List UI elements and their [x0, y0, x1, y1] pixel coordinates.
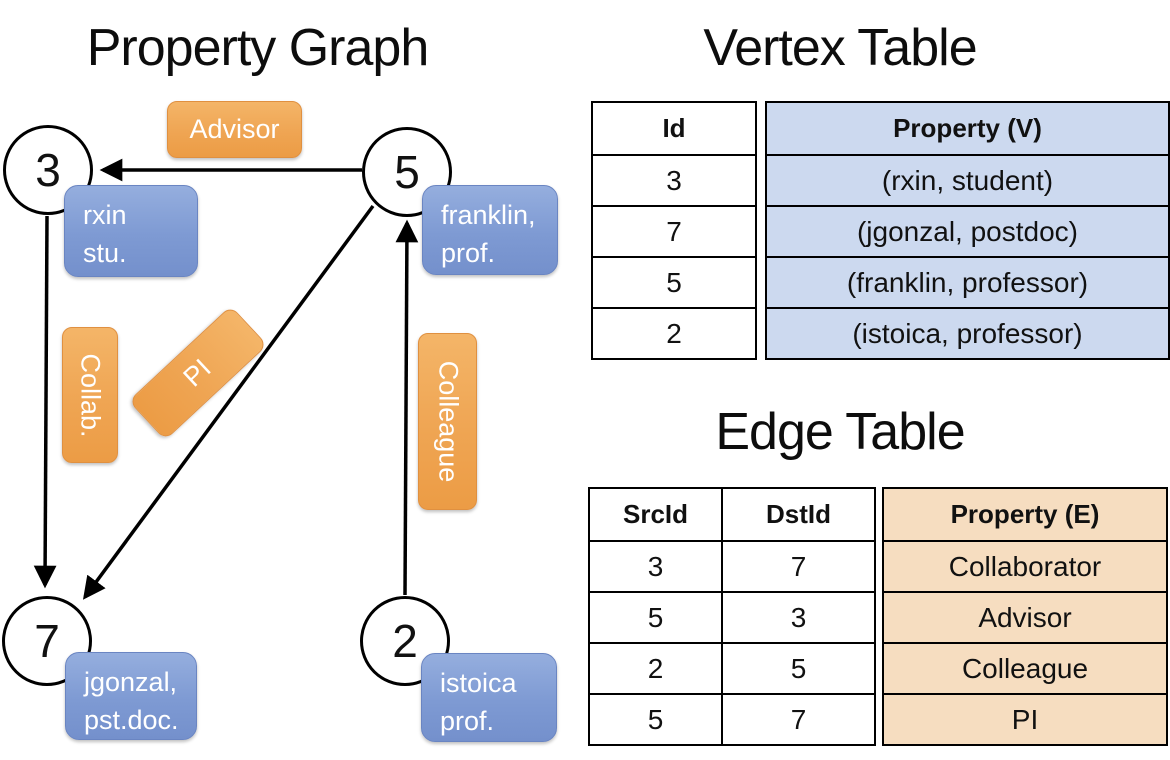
table-cell: (franklin, professor): [767, 256, 1168, 307]
column-header-property-v: Property (V): [893, 113, 1042, 143]
table-cell: (istoica, professor): [767, 307, 1168, 358]
table-cell: 5: [590, 591, 721, 642]
vertex-property-box-istoica: istoica prof.: [421, 653, 557, 742]
table-cell: Advisor: [884, 591, 1166, 642]
edge-label-text: Colleague: [433, 360, 463, 483]
table-cell: Colleague: [884, 642, 1166, 693]
column-header-id: Id: [662, 113, 686, 143]
table-cell: 7: [721, 693, 874, 744]
edge-label-collab: Collab.: [62, 327, 118, 463]
vertex-table-title: Vertex Table: [703, 19, 977, 77]
table-cell: 3: [721, 591, 874, 642]
column-header-srcid: SrcId: [622, 499, 689, 529]
vertex-property-box-jgonzal: jgonzal, pst.doc.: [65, 652, 197, 740]
table-cell: 5: [593, 256, 755, 307]
edge-label-text: Advisor: [189, 114, 280, 144]
vertex-circle-5: 5: [362, 127, 452, 217]
graph-edges-canvas: [33, 158, 419, 600]
table-cell: 5: [590, 693, 721, 744]
edge-2-to-5-colleague: [395, 219, 419, 596]
table-cell: 7: [721, 540, 874, 591]
edge-label-advisor: Advisor: [167, 101, 302, 158]
property-graph-title: Property Graph: [86, 19, 430, 77]
vertex-table-id-column: Id 3 7 5 2: [591, 101, 757, 360]
edge-table-title: Edge Table: [715, 403, 965, 461]
edge-label-colleague: Colleague: [418, 333, 477, 510]
table-cell: 3: [590, 540, 721, 591]
table-cell: 3: [593, 154, 755, 205]
table-cell: (rxin, student): [767, 154, 1168, 205]
vertex-id-label: 3: [35, 144, 61, 196]
table-cell: 7: [593, 205, 755, 256]
edge-label-text: PI: [178, 352, 218, 393]
table-cell: PI: [884, 693, 1166, 744]
vertex-table-property-column: Property (V) (rxin, student) (jgonzal, p…: [765, 101, 1170, 360]
column-header-dstid: DstId: [721, 489, 874, 540]
edge-5-to-7-pi: [82, 204, 375, 600]
vertex-property-box-franklin: franklin, prof.: [422, 185, 558, 275]
table-cell: Collaborator: [884, 540, 1166, 591]
vertex-id-label: 5: [394, 146, 420, 198]
edge-label-text: Collab.: [75, 352, 106, 438]
vertex-circle-2: 2: [360, 596, 450, 686]
table-cell: 2: [590, 642, 721, 693]
table-cell: (jgonzal, postdoc): [767, 205, 1168, 256]
table-cell: 5: [721, 642, 874, 693]
edge-table-id-columns: SrcId DstId 3 7 5 3 2 5 5 7: [588, 487, 876, 746]
vertex-property-box-rxin: rxin stu.: [64, 185, 198, 277]
table-cell: 2: [593, 307, 755, 358]
vertex-id-label: 2: [392, 615, 418, 667]
edge-3-to-7-collab: [33, 215, 57, 589]
vertex-table: Id 3 7 5 2 Property (V) (rxin, student) …: [591, 101, 1170, 360]
column-header-property-e: Property (E): [950, 499, 1100, 529]
edge-table: SrcId DstId 3 7 5 3 2 5 5 7 Property (E)…: [588, 487, 1168, 746]
edge-table-property-column: Property (E) Collaborator Advisor Collea…: [882, 487, 1168, 746]
vertex-id-label: 7: [34, 615, 60, 667]
